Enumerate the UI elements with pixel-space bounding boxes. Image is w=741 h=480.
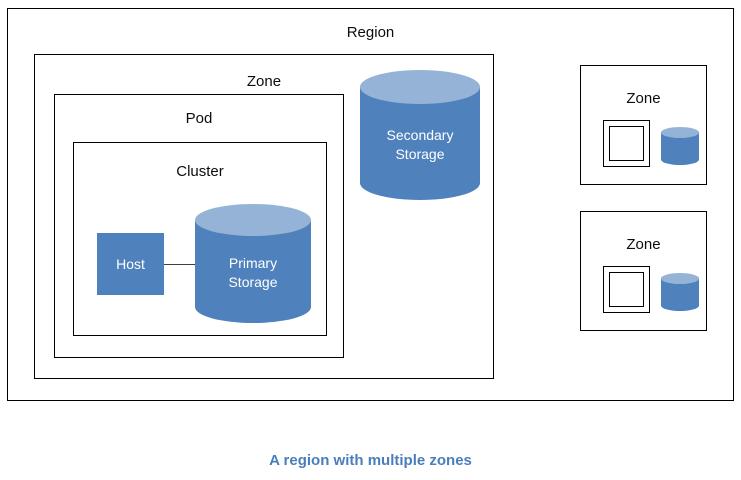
zone-panel-label: Zone <box>626 90 661 107</box>
primary-storage-cylinder[interactable]: Primary Storage <box>195 204 311 323</box>
nested-square-icon <box>603 120 650 167</box>
figure-caption: A region with multiple zones <box>269 452 472 469</box>
cluster-label: Cluster <box>176 163 224 180</box>
cylinder-bottom-ellipse <box>360 166 480 200</box>
cylinder-top-ellipse <box>195 204 311 236</box>
zone-panel-secondary-2: Zone <box>580 211 707 331</box>
zone-panel-label: Zone <box>626 236 661 253</box>
cylinder-top-ellipse <box>360 70 480 104</box>
secondary-storage-label-line1: Secondary <box>386 127 454 143</box>
pod-label: Pod <box>185 110 213 127</box>
cylinder-top-ellipse <box>661 127 699 138</box>
cylinder-bottom-ellipse <box>661 300 699 311</box>
region-label: Region <box>346 24 395 41</box>
cylinder-bottom-ellipse <box>661 154 699 165</box>
secondary-storage-cylinder[interactable]: Secondary Storage <box>360 70 480 200</box>
zone-container: Zone Pod Cluster Host <box>34 54 494 379</box>
cluster-container: Cluster Host Primary Storage <box>73 142 327 336</box>
secondary-storage-label-line2: Storage <box>395 146 445 162</box>
primary-storage-label-line2: Storage <box>228 274 278 290</box>
cylinder-top-ellipse <box>661 273 699 284</box>
cylinder-icon <box>661 273 699 311</box>
pod-container: Pod Cluster Host <box>54 94 344 358</box>
primary-storage-label: Primary Storage <box>195 254 311 292</box>
zone-label: Zone <box>246 73 282 90</box>
host-node[interactable]: Host <box>97 233 164 295</box>
primary-storage-label-line1: Primary <box>228 255 278 271</box>
nested-square-icon <box>603 266 650 313</box>
cylinder-icon <box>661 127 699 165</box>
host-to-primary-storage-connector <box>164 264 197 265</box>
zone-panel-secondary-1: Zone <box>580 65 707 185</box>
cylinder-bottom-ellipse <box>195 291 311 323</box>
host-label: Host <box>116 255 145 272</box>
secondary-storage-label: Secondary Storage <box>360 126 480 164</box>
region-container: Region Zone Pod Cluster Host <box>7 8 734 401</box>
